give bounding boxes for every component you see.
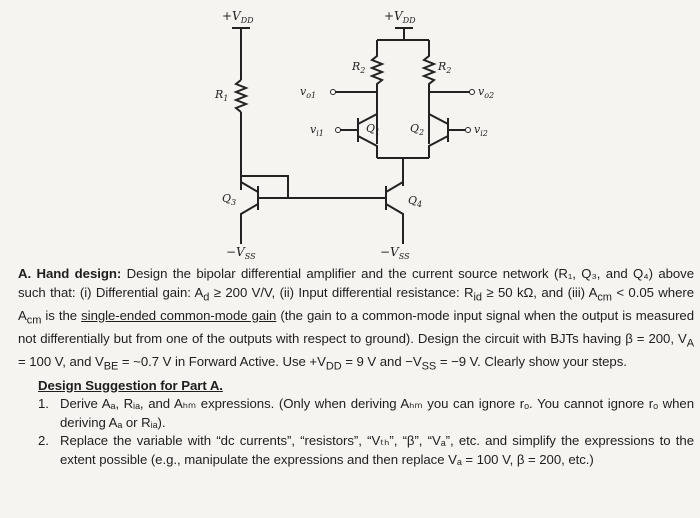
vss-left-label: −VSS (226, 245, 256, 261)
q2-label: Q2 (410, 122, 424, 137)
common-mode-gain-term: single-ended common-mode gain (81, 307, 277, 323)
vi1-label: vi1 (310, 123, 324, 138)
vdd-left-label: +VDD (222, 9, 254, 25)
r1-label: R1 (214, 88, 228, 103)
r2-right-resistor (421, 40, 437, 144)
vo1-label: vo1 (300, 85, 316, 100)
r1-resistor (233, 79, 249, 113)
q3-transistor (240, 176, 259, 244)
part-a-text: A. Hand design: Design the bipolar diffe… (18, 266, 694, 373)
suggestion-title: Design Suggestion for Part A. (38, 377, 223, 393)
design-suggestion: Design Suggestion for Part A. 1.Derive A… (38, 377, 694, 470)
q3-emitter-arrow (241, 210, 247, 214)
vss-right-label: −VSS (380, 245, 410, 261)
vi1-terminal (335, 127, 341, 133)
list-item: 2.Replace the variable with “dc currents… (38, 433, 694, 467)
circuit-diagram: +VDD R1 Q3 −VSS +VDD R2 R2 vo1 vo2 vi1 Q… (214, 9, 494, 261)
vi2-label: vi2 (474, 123, 488, 138)
q3-label: Q3 (222, 192, 236, 207)
part-a-heading: A. Hand design: (18, 266, 122, 281)
q4-transistor (288, 180, 404, 244)
vo1-terminal (330, 89, 336, 95)
vdd-left-rail (232, 27, 250, 80)
r2-left-resistor (369, 40, 385, 144)
vo2-terminal (469, 89, 475, 95)
vi2-terminal (465, 127, 471, 133)
q1-label: Q1 (366, 122, 380, 137)
vdd-right-label: +VDD (384, 9, 416, 25)
q2-transistor (428, 108, 466, 158)
q3-base-node (240, 162, 289, 199)
suggestion-list: 1.Derive Aₐ, Rᵢₐ, and Aₕₘ expressions. (… (38, 395, 694, 469)
q4-label: Q4 (408, 194, 422, 209)
vdd-right-rail (377, 27, 429, 41)
r2-right-label: R2 (437, 60, 451, 75)
list-item: 1.Derive Aₐ, Rᵢₐ, and Aₕₘ expressions. (… (38, 396, 694, 430)
r2-left-label: R2 (351, 60, 365, 75)
vo2-label: vo2 (478, 85, 494, 100)
problem-statement: A. Hand design: Design the bipolar diffe… (18, 265, 694, 470)
q1-transistor (340, 108, 378, 158)
q4-emitter-arrow (397, 210, 403, 214)
